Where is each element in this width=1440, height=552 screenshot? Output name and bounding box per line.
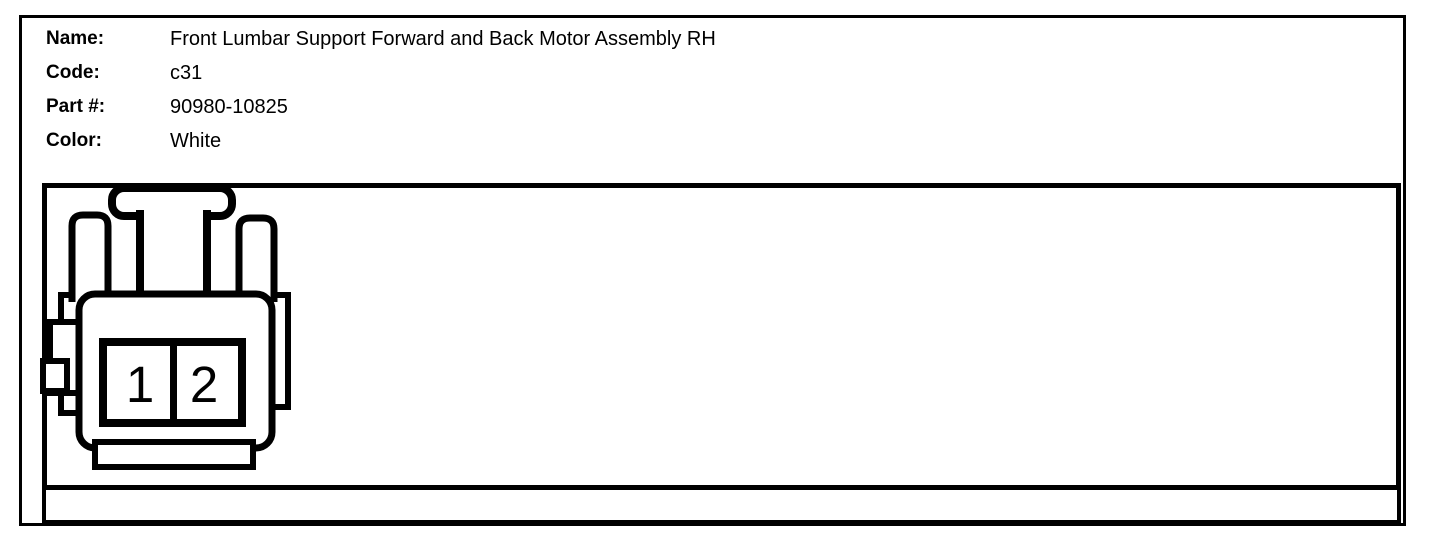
color-label: Color: (46, 130, 102, 151)
code-label: Code: (46, 62, 100, 83)
part-number-label: Part #: (46, 96, 106, 117)
field-row-part-number: Part #: 90980-10825 (46, 90, 1246, 124)
footer-empty-row (42, 486, 1401, 524)
diagram-panel (42, 183, 1401, 490)
color-value: White (170, 129, 222, 152)
part-number-value: 90980-10825 (170, 95, 288, 118)
code-value: c31 (170, 61, 203, 84)
connector-info-header: Name: Front Lumbar Support Forward and B… (46, 22, 1246, 158)
field-row-color: Color: White (46, 124, 1246, 158)
field-row-code: Code: c31 (46, 56, 1246, 90)
name-value: Front Lumbar Support Forward and Back Mo… (170, 27, 716, 50)
name-label: Name: (46, 28, 105, 49)
field-row-name: Name: Front Lumbar Support Forward and B… (46, 22, 1246, 56)
